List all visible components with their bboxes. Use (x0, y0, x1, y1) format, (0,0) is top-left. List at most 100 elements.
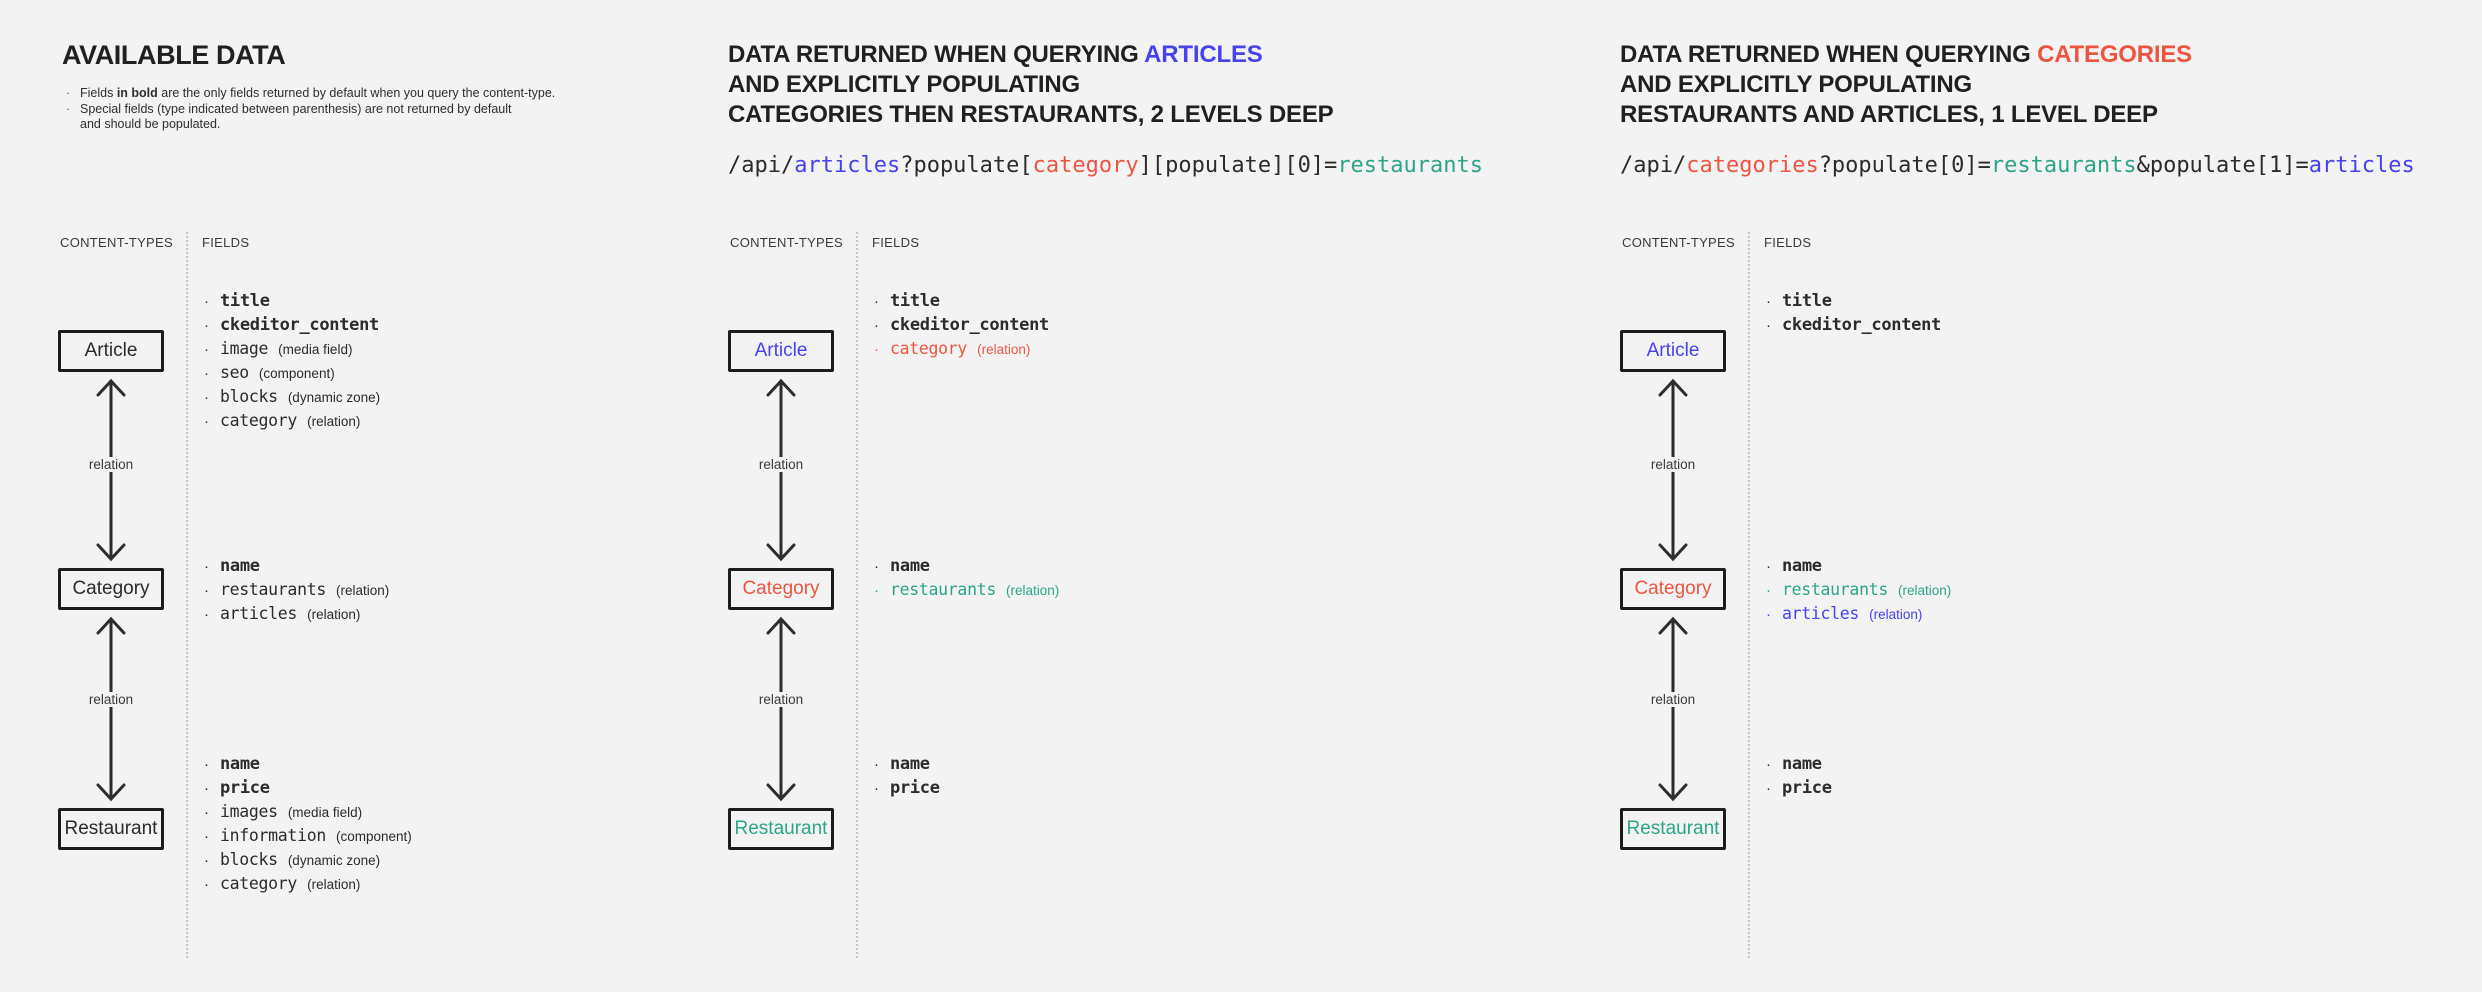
article-fields-list: · title · ckeditor_content ·category(relat… (874, 291, 1049, 363)
bullet-icon: · (1766, 558, 1771, 575)
restaurant-box-label: Restaurant (1626, 818, 1720, 839)
field-name: name (220, 556, 260, 576)
relation-label: relation (58, 456, 164, 474)
article-box-label: Article (754, 340, 808, 361)
title-highlight: ARTICLES (1144, 41, 1263, 68)
category-box: Category (1620, 568, 1726, 610)
bullet-icon: · (874, 582, 879, 599)
category-box-label: Category (742, 578, 820, 599)
url-segment: articles (794, 153, 901, 178)
field-item: ·category(relation) (204, 874, 412, 898)
field-name: ckeditor_content (890, 315, 1049, 335)
title-line: AND EXPLICITLY POPULATING (1620, 71, 1972, 98)
bullet-icon: · (874, 317, 879, 334)
note-text-segment: are the only fields returned by default … (157, 86, 556, 100)
article-fields-list: · title ·ckeditor_content · image (media fi… (204, 291, 380, 435)
relation-arrow-category-restaurant (766, 616, 796, 802)
title-line: DATA RETURNED WHEN QUERYING ARTICLES (728, 40, 1333, 70)
field-name: seo (220, 363, 249, 382)
article-box: Article (728, 330, 834, 372)
field-name: image (220, 339, 269, 358)
field-name: title (1782, 291, 1832, 311)
relation-label: relation (58, 691, 164, 709)
url-segment: &populate[1]= (2136, 153, 2309, 178)
bullet-icon: · (1766, 317, 1771, 334)
content-types-header: CONTENT-TYPES (1622, 235, 1735, 250)
relation-label-text: relation (1646, 457, 1700, 472)
relation-arrow-category-restaurant (1658, 616, 1688, 802)
restaurant-box: Restaurant (1620, 808, 1726, 850)
field-type: (relation) (1869, 607, 1923, 622)
section-title: DATA RETURNED WHEN QUERYING ARTICLES AND… (728, 40, 1334, 130)
bullet-icon: · (204, 413, 209, 430)
url-segment: ?populate[ (900, 153, 1033, 178)
note-text: Fields in bold are the only fields retur… (80, 86, 555, 102)
api-url: /api/categories?populate[0]=restaurants&… (1620, 153, 2415, 178)
relation-label: relation (1620, 456, 1726, 474)
category-fields-list: ·name ·restaurants(relation) ·articles(r… (204, 556, 389, 628)
title-line: DATA RETURNED WHEN QUERYING CATEGORIES (1620, 40, 2192, 70)
page-title: AVAILABLE DATA (62, 40, 286, 70)
field-type: (relation) (307, 414, 361, 429)
field-item: ·restaurants(relation) (204, 580, 389, 604)
bullet-icon: · (874, 341, 879, 358)
field-item: ·ckeditor_content (204, 315, 380, 339)
field-name: price (220, 778, 270, 798)
relation-label: relation (728, 456, 834, 474)
bullet-icon: · (66, 101, 71, 116)
api-url: /api/articles?populate[category][populat… (728, 153, 1483, 178)
article-box: Article (58, 330, 164, 372)
field-type: (relation) (977, 342, 1031, 357)
field-name: blocks (220, 387, 278, 406)
bullet-icon: · (204, 780, 209, 797)
relation-label-text: relation (1646, 692, 1700, 707)
field-name: name (890, 754, 930, 774)
field-name: articles (1782, 604, 1860, 623)
field-name: restaurants (1782, 580, 1888, 599)
field-item: · name (1766, 556, 1951, 580)
field-name: category (220, 874, 298, 893)
url-segment: restaurants (1337, 153, 1484, 178)
bullet-icon: · (874, 756, 879, 773)
field-type: (media field) (278, 342, 353, 357)
relation-label: relation (728, 691, 834, 709)
url-segment: restaurants (1990, 153, 2137, 178)
section-title: DATA RETURNED WHEN QUERYING CATEGORIES A… (1620, 40, 2192, 130)
field-name: title (220, 291, 270, 311)
url-segment: /api/ (728, 153, 795, 178)
title-line: CATEGORIES THEN RESTAURANTS, 2 LEVELS DE… (728, 101, 1334, 128)
field-item: · ckeditor_content (1766, 315, 1941, 339)
url-segment: category (1032, 153, 1139, 178)
bullet-icon: · (66, 86, 71, 100)
field-item: ·name (204, 754, 412, 778)
title-line: RESTAURANTS AND ARTICLES, 1 LEVEL DEEP (1620, 101, 2158, 128)
content-types-header: CONTENT-TYPES (60, 235, 173, 250)
field-item: · price (204, 778, 412, 802)
field-item: ·category(relation) (874, 339, 1049, 363)
field-type: (relation) (335, 583, 390, 598)
bullet-icon: · (874, 293, 879, 310)
field-name: ckeditor_content (1782, 315, 1941, 335)
bullet-icon: · (204, 317, 209, 334)
dotted-divider (186, 232, 188, 958)
article-box-label: Article (1646, 340, 1700, 361)
field-item: ·articles(relation) (1766, 604, 1951, 628)
content-types-header: CONTENT-TYPES (730, 235, 843, 250)
field-item: ·blocks(dynamic zone) (204, 850, 412, 874)
field-type: (media field) (287, 805, 363, 820)
restaurant-box: Restaurant (728, 808, 834, 850)
url-segment: articles (2308, 153, 2415, 178)
field-name: title (890, 291, 940, 311)
bullet-icon: · (204, 365, 209, 382)
bullet-icon: · (204, 293, 209, 310)
bullet-icon: · (874, 558, 879, 575)
note-text-segment: Fields (80, 86, 117, 100)
field-name: category (220, 411, 298, 430)
bullet-icon: · (1766, 756, 1771, 773)
bullet-icon: · (204, 828, 209, 845)
field-name: name (1782, 556, 1822, 576)
field-type: (dynamic zone) (287, 853, 381, 868)
field-item: · ckeditor_content (874, 315, 1049, 339)
dotted-divider (1748, 232, 1750, 958)
